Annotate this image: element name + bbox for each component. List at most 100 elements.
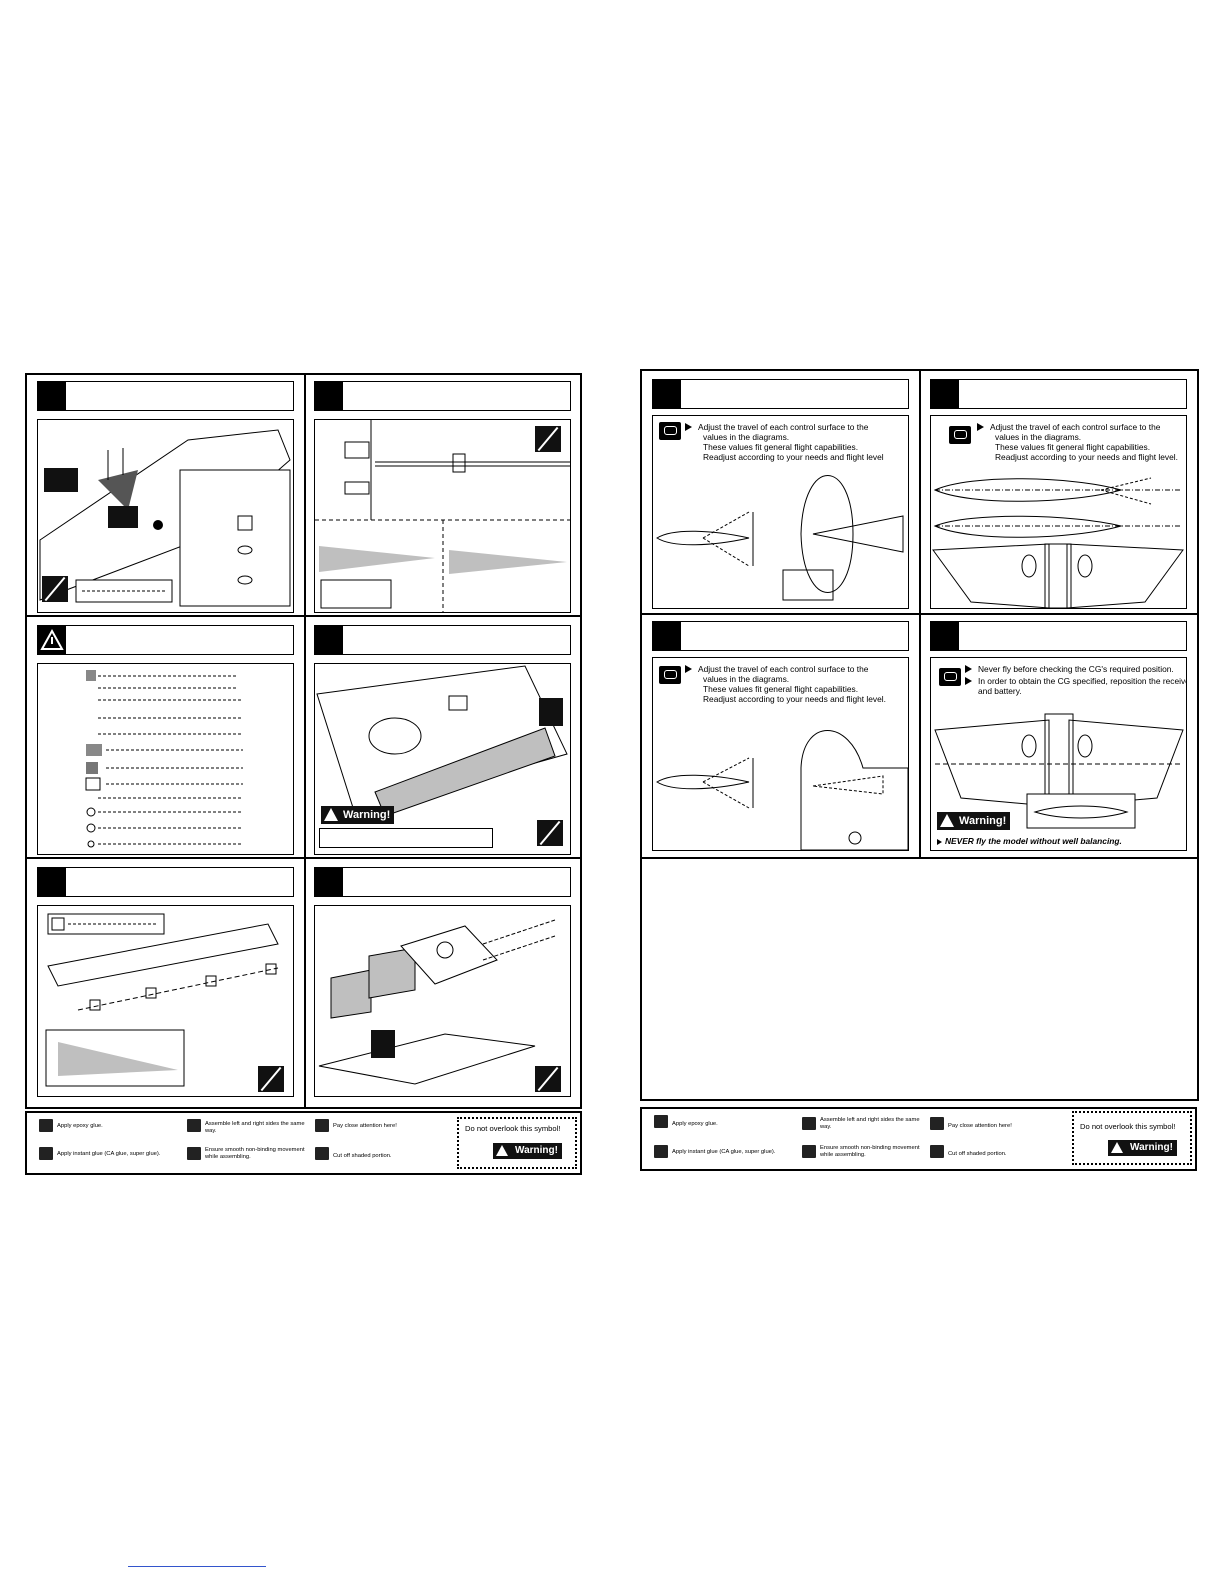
servo-drawing [318, 919, 556, 1085]
instruction-text: Readjust according to your needs and fli… [703, 694, 886, 704]
step-number-box [315, 868, 343, 896]
legend-label: Cut off shaded portion. [333, 1153, 392, 1159]
step-number-box [315, 382, 343, 410]
step-illustration [314, 905, 571, 1097]
instruction-text: Readjust according to your needs and fli… [995, 452, 1178, 462]
left-right-icon [535, 426, 561, 452]
cut-off-icon [315, 1147, 329, 1160]
legend-label: Pay close attention here! [333, 1123, 397, 1129]
instruction-text: Adjust the travel of each control surfac… [685, 422, 868, 432]
instruction-text: These values fit general flight capabili… [703, 684, 859, 694]
callout-text: Do not overlook this symbol! [1080, 1122, 1176, 1131]
warning-callout: Do not overlook this symbol! Warning! [1072, 1111, 1192, 1165]
left-right-icon [535, 1066, 561, 1092]
parts-dashed-list [85, 670, 243, 848]
instant-glue-icon [39, 1147, 53, 1160]
step-number-box [653, 380, 681, 408]
legend-label: Apply epoxy glue. [57, 1123, 103, 1129]
symbol-legend: Apply epoxy glue. Apply instant glue (CA… [640, 1107, 1197, 1171]
warning-badge: Warning! [937, 812, 1011, 830]
step-illustration: Warning! [314, 663, 571, 855]
attention-icon [659, 666, 681, 684]
symbol-legend: Apply epoxy glue. Apply instant glue (CA… [25, 1111, 582, 1175]
rudder-throw-drawing [656, 730, 908, 850]
aileron-hinges-drawing [45, 913, 279, 1087]
attention-icon [939, 668, 961, 686]
step-number-box [38, 868, 66, 896]
legend-label: Apply instant glue (CA glue, super glue)… [57, 1151, 161, 1157]
legend-label: Assemble left and right sides the same w… [205, 1121, 305, 1134]
wing-aileron-drawing [316, 665, 568, 817]
step-header [314, 867, 571, 897]
cg-panel: Never fly before checking the CG's requi… [930, 657, 1187, 851]
warning-callout: Do not overlook this symbol! Warning! [457, 1117, 577, 1169]
elevator-throw-drawing [656, 475, 904, 601]
warning-badge: Warning! [493, 1143, 562, 1159]
callout-text: Do not overlook this symbol! [465, 1124, 561, 1133]
instruction-text: and battery. [978, 686, 1022, 696]
step-number-box [315, 626, 343, 654]
instruction-text: values in the diagrams. [703, 432, 790, 442]
cut-off-icon [930, 1145, 944, 1158]
bottom-link-underline [128, 1566, 266, 1567]
legend-label: Ensure smooth non-binding movement while… [205, 1147, 305, 1160]
row-divider [27, 857, 580, 859]
row-divider [642, 613, 1197, 615]
step-header [652, 379, 909, 409]
parts-header [37, 625, 294, 655]
step-illustration [314, 419, 571, 613]
step-header [652, 621, 909, 651]
left-right-icon [187, 1119, 201, 1132]
wing-horn-drawing [39, 429, 291, 607]
warning-note-box [319, 828, 493, 848]
smooth-movement-icon [802, 1145, 816, 1158]
epoxy-glue-icon [39, 1119, 53, 1132]
cg-wing-drawing [934, 713, 1184, 829]
legend-label: Assemble left and right sides the same w… [820, 1117, 920, 1130]
right-page: Adjust the travel of each control surfac… [640, 369, 1199, 1101]
left-right-icon [42, 576, 68, 602]
row-divider [27, 615, 580, 617]
instruction-text: values in the diagrams. [995, 432, 1082, 442]
step-illustration: Adjust the travel of each control surfac… [652, 415, 909, 609]
epoxy-glue-icon [654, 1115, 668, 1128]
attention-icon [949, 426, 971, 444]
warning-text: NEVER fly the model without well balanci… [937, 836, 1122, 846]
left-page: Warning! [25, 373, 582, 1109]
step-number-box [931, 622, 959, 650]
instruction-text: Adjust the travel of each control surfac… [977, 422, 1160, 432]
legend-label: Ensure smooth non-binding movement while… [820, 1145, 920, 1158]
step-header [37, 867, 294, 897]
left-right-icon [537, 820, 563, 846]
instant-glue-icon [654, 1145, 668, 1158]
instruction-text: Never fly before checking the CG's requi… [965, 664, 1174, 674]
smooth-movement-icon [187, 1147, 201, 1160]
warning-badge: Warning! [321, 806, 395, 824]
instruction-text: These values fit general flight capabili… [703, 442, 859, 452]
step-number-box [653, 622, 681, 650]
left-right-icon [258, 1066, 284, 1092]
parts-list [37, 663, 294, 855]
legend-label: Apply instant glue (CA glue, super glue)… [672, 1149, 776, 1155]
epoxy-glue-icon [539, 698, 563, 726]
legend-label: Apply epoxy glue. [672, 1121, 718, 1127]
attention-icon [315, 1119, 329, 1132]
step-illustration [37, 905, 294, 1097]
aileron-throw-drawing [932, 477, 1184, 608]
instruction-text: Readjust according to your needs and fli… [703, 452, 884, 462]
warning-badge: Warning! [1108, 1140, 1177, 1156]
step-illustration: Adjust the travel of each control surfac… [652, 657, 909, 851]
step-header [930, 621, 1187, 651]
step-number-box [38, 382, 66, 410]
column-divider [304, 857, 306, 1107]
step-illustration [37, 419, 294, 613]
step-header [314, 625, 571, 655]
row-divider [642, 857, 1197, 859]
attention-icon [659, 422, 681, 440]
step-number-box [931, 380, 959, 408]
instruction-text: Adjust the travel of each control surfac… [685, 664, 868, 674]
step-illustration: Adjust the travel of each control surfac… [930, 415, 1187, 609]
attention-icon [930, 1117, 944, 1130]
epoxy-glue-icon [371, 1030, 395, 1058]
instruction-text: values in the diagrams. [703, 674, 790, 684]
